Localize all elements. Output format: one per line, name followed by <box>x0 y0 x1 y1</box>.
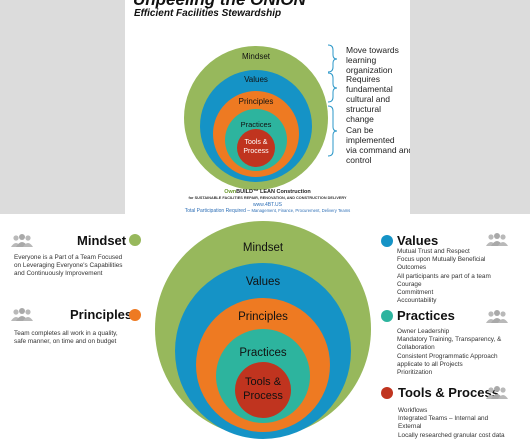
onion-diagram-bottom <box>155 221 371 439</box>
tools-process-color-dot <box>381 387 393 399</box>
big-ring-label-values: Values <box>245 276 281 288</box>
people-group-icon <box>486 386 508 399</box>
website-link[interactable]: www.4BT.US <box>253 202 282 208</box>
bracket-3 <box>327 105 338 157</box>
ring-tools-process <box>237 129 275 167</box>
brand-suffix: BUILD™ LEAN Construction <box>236 189 311 195</box>
big-ring-label-practices: Practices <box>239 347 287 359</box>
tagline: for SUSTAINABLE FACILITIES REPAIR, RENOV… <box>188 196 347 200</box>
principles-color-dot <box>129 309 141 321</box>
participation-lead: Total Participation Required – <box>184 208 251 214</box>
big-ring-label-mindset: Mindset <box>242 242 284 254</box>
big-ring-label-process: Process <box>243 390 283 402</box>
slide-subtitle: Efficient Facilities Stewardship <box>134 8 282 19</box>
participation-list: Management, Finance, Procurement, Delive… <box>251 208 351 213</box>
people-group-icon <box>486 310 508 323</box>
people-group-icon <box>11 308 33 321</box>
heading-principles: Principles <box>70 307 133 322</box>
ring-label-practices: Practices <box>240 120 272 129</box>
big-ring-tools-process <box>235 362 291 418</box>
mindset-color-dot <box>129 234 141 246</box>
brand-prefix: Own <box>224 189 237 195</box>
ring-label-mindset: Mindset <box>241 52 270 61</box>
people-group-icon <box>11 234 33 247</box>
slide-title: Unpeeling the ONION <box>133 0 306 10</box>
people-group-icon <box>486 233 508 246</box>
heading-practices: Practices <box>397 308 455 323</box>
brand-line: OwnBUILD™ LEAN Construction <box>125 189 410 195</box>
bottom-slide: Mindset Values Principles Practices Tool… <box>0 214 530 442</box>
heading-tools-process: Tools & Process <box>398 385 499 400</box>
big-ring-label-principles: Principles <box>238 311 288 323</box>
principles-description: Team completes all work in a quality,saf… <box>14 330 118 346</box>
onion-diagram-top <box>184 44 338 190</box>
heading-mindset: Mindset <box>77 233 127 248</box>
top-slide: Unpeeling the ONION Efficient Facilities… <box>125 0 410 216</box>
ring-label-process: Process <box>243 148 269 155</box>
heading-values: Values <box>397 233 439 248</box>
bracket-1 <box>327 44 338 73</box>
ring-label-principles: Principles <box>238 97 274 106</box>
practices-color-dot <box>381 310 393 322</box>
values-color-dot <box>381 235 393 247</box>
ring-label-tools: Tools & <box>244 139 268 146</box>
ring-label-values: Values <box>244 75 268 84</box>
bracket-2 <box>327 72 338 103</box>
big-ring-label-tools: Tools & <box>244 376 282 388</box>
participation-line: Total Participation Required – Managemen… <box>125 208 410 214</box>
